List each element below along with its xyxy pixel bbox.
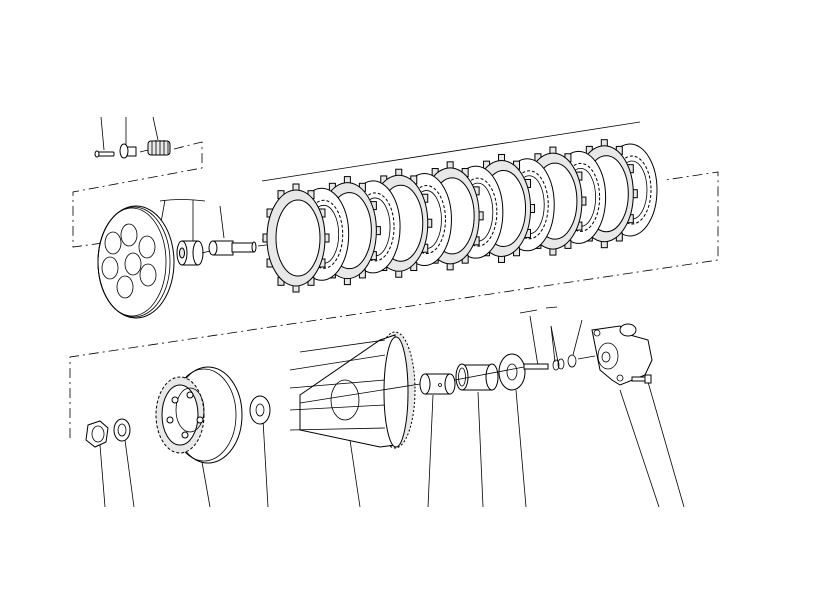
clutch-plate-stack [262,139,658,293]
friction-plate [262,183,330,293]
pushrod [454,363,549,381]
clutch-basket [289,331,421,449]
clutch-hub [155,366,243,464]
spring-bushing [119,143,137,159]
spacer-sleeve [419,373,456,395]
needle-bushing [455,363,499,391]
lock-washer [113,418,131,442]
pressure-washer [498,353,526,391]
push-pin [208,240,257,256]
group-bracket [159,199,206,202]
slave-cylinder [591,323,653,386]
pushrod-bracket [519,306,558,314]
pressure-plate [97,205,175,319]
hub-nut [85,420,109,448]
leader-lines-bottom [99,315,685,508]
thrust-washer [249,395,271,425]
thrust-bearing [176,240,204,266]
clutch-spring [147,140,171,156]
cylinder-bolt [631,374,652,384]
leader-lines-top [100,116,225,242]
screw [94,150,115,158]
clutch-pack-bracket [261,121,641,182]
o-rings [552,354,577,371]
